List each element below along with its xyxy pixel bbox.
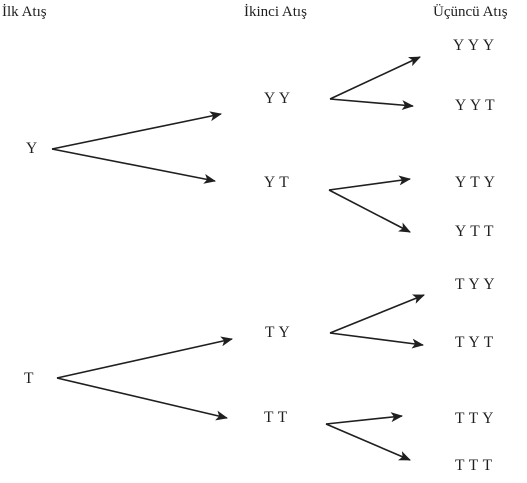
node-third-YTY: Y T Y <box>455 174 496 191</box>
node-second-TT: T T <box>264 409 288 426</box>
edge-Y-to-YY <box>51 111 222 150</box>
edge-TT-to-TTY <box>325 412 403 425</box>
edge-YY-to-YYY <box>329 56 421 100</box>
header-second-toss: İkinci Atış <box>244 4 307 20</box>
node-third-TTY: T T Y <box>455 410 494 427</box>
edge-T-to-TY <box>56 336 233 379</box>
node-third-TTT: T T T <box>455 457 493 474</box>
edge-YY-to-YYT <box>329 98 414 111</box>
node-second-YT: Y T <box>264 174 290 191</box>
edge-TY-to-TYT <box>329 332 424 349</box>
edge-YT-to-YTY <box>328 175 411 191</box>
node-second-TY: T Y <box>265 324 291 341</box>
header-third-toss: Üçüncü Atış <box>433 4 508 20</box>
node-third-YYY: Y Y Y <box>453 37 495 54</box>
edge-T-to-TT <box>56 377 228 421</box>
edge-Y-to-YT <box>51 148 216 184</box>
node-first-T: T <box>24 370 34 387</box>
node-third-YTT: Y T T <box>455 223 494 240</box>
edge-TY-to-TYY <box>329 294 425 334</box>
node-third-TYT: T Y T <box>455 334 494 351</box>
header-first-toss: İlk Atış <box>2 4 47 20</box>
node-third-TYY: T Y Y <box>455 276 496 293</box>
edge-TT-to-TTT <box>325 423 411 461</box>
node-second-YY: Y Y <box>264 90 291 107</box>
edge-YT-to-YTT <box>328 189 411 233</box>
node-third-YYT: Y Y T <box>455 97 496 114</box>
node-first-Y: Y <box>26 140 38 157</box>
